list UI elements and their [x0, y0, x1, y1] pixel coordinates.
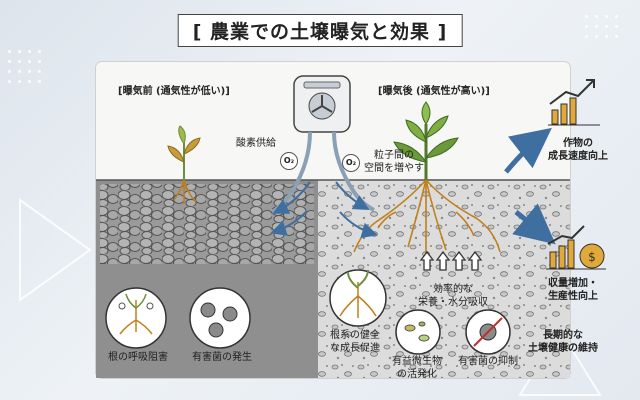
- oxygen-supply-label: 酸素供給: [236, 138, 276, 149]
- magnifier-microbes: [395, 309, 441, 355]
- after-effect-harmful-suppressed: 有害菌の抑制: [458, 356, 518, 367]
- before-effect-harmful-bacteria: 有害菌の発生: [192, 352, 252, 363]
- plant-after: [353, 101, 501, 258]
- outcome-soil-health: 長期的な土壌健康の維持: [528, 330, 598, 354]
- o2-bubble-right: O₂: [342, 154, 360, 172]
- magnifier-harmful-suppressed: [465, 309, 511, 355]
- magnifier-harmful-bacteria: [189, 287, 251, 349]
- plant-before: [167, 125, 201, 204]
- outcome-yield-increase: 収量増加・生産性向上: [548, 278, 598, 302]
- before-heading: [曝気前 (通気性が低い)]: [118, 86, 230, 97]
- decorative-dots-left: [8, 50, 78, 110]
- absorption-label: 効率的な栄養・水分吸収: [418, 284, 488, 308]
- nutrient-up-arrows: [419, 250, 483, 271]
- page-title: [ 農業での土壌曝気と効果 ]: [177, 14, 463, 47]
- decorative-dots-right: [585, 15, 635, 55]
- outcome-growth-speed: 作物の成長速度向上: [548, 138, 608, 162]
- magnifier-root-breathing: [105, 287, 167, 349]
- before-effect-root-breathing: 根の呼吸阻害: [108, 352, 168, 363]
- magnifier-healthy-roots: [329, 269, 387, 327]
- soil-illustration: [96, 75, 570, 378]
- after-effect-root-growth: 根系の健全な成長促進: [330, 330, 380, 354]
- after-heading: [曝気後 (通気性が高い)]: [378, 86, 490, 97]
- after-effect-microbes: 有益微生物の活発化: [392, 356, 442, 380]
- diagram-panel: O₂ O₂ [曝気前 (通気性が低い)] [曝気後 (通気性が高い)] 酸素供給…: [96, 62, 570, 380]
- o2-bubble-left: O₂: [280, 152, 298, 170]
- compacted-soil-pebbles: [100, 184, 314, 264]
- particles-label: 粒子間の空間を増やす: [364, 150, 424, 174]
